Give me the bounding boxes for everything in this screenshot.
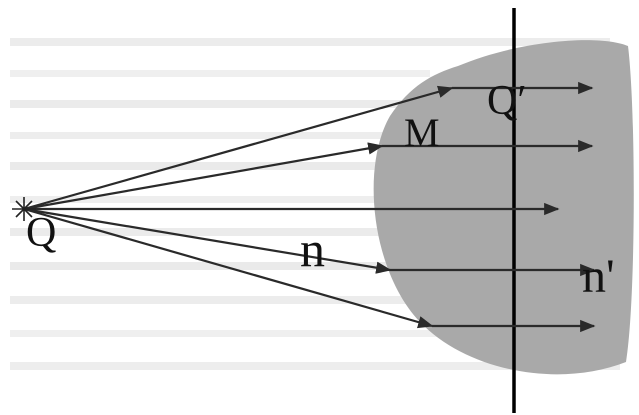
label-image: Q′	[487, 78, 527, 124]
source-point-icon	[12, 197, 36, 221]
incident-rays	[23, 85, 454, 329]
refracting-medium	[373, 40, 634, 375]
incident-ray-1	[23, 85, 454, 211]
label-index-right: n'	[582, 250, 615, 303]
incident-ray-2	[23, 142, 384, 211]
label-source: Q	[26, 210, 56, 256]
incident-ray-4	[23, 207, 392, 274]
label-index-left: n	[300, 221, 325, 277]
label-surface-point: M	[404, 110, 440, 155]
faint-background-text	[10, 38, 620, 370]
incident-ray-5	[23, 207, 434, 329]
refracted-rays	[372, 81, 596, 333]
